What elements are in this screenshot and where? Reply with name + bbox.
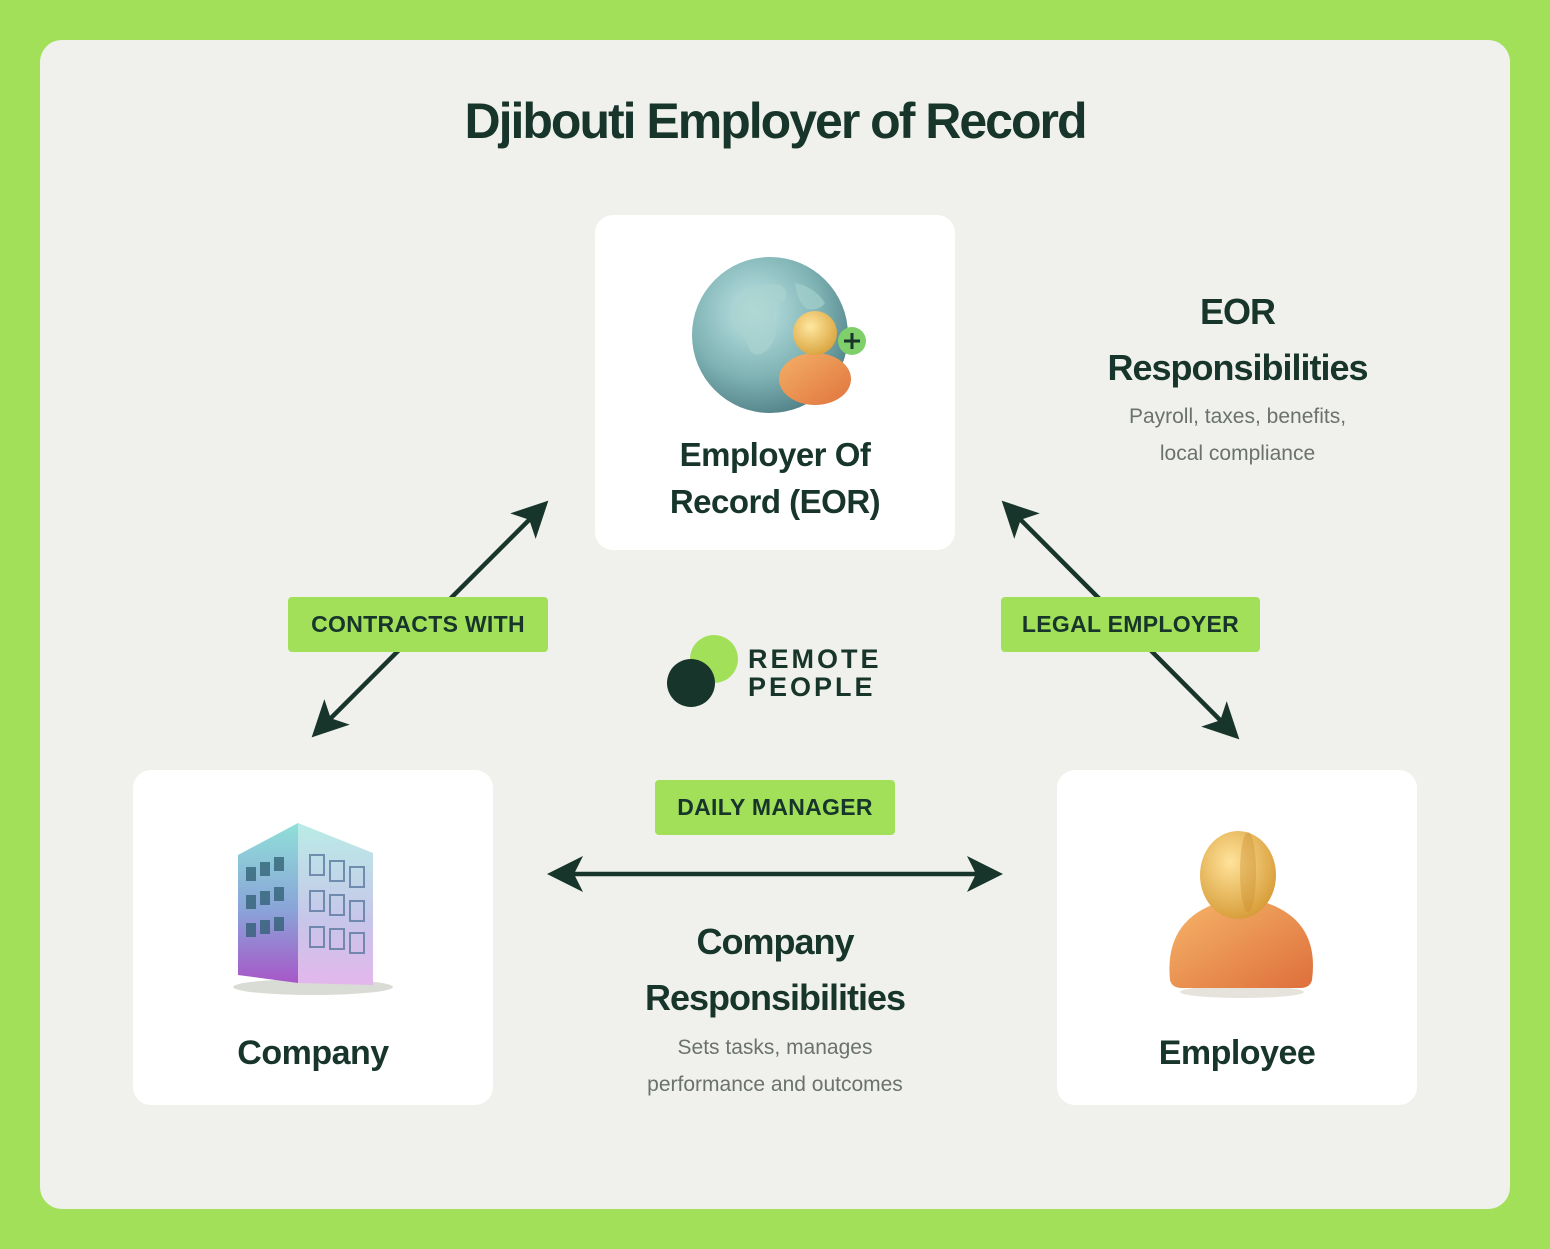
remote-people-logo: REMOTE PEOPLE [664, 634, 894, 710]
eor-responsibilities-line2: local compliance [1159, 442, 1316, 465]
logo-line2: PEOPLE [748, 672, 876, 702]
globe-person-icon [692, 257, 866, 413]
company-responsibilities-heading: Company Responsibilities [644, 921, 906, 1018]
legal-employer-tag: LEGAL EMPLOYER [1001, 597, 1260, 652]
logo-text: REMOTE PEOPLE [748, 645, 882, 701]
daily-manager-tag: DAILY MANAGER [655, 780, 895, 835]
eor-card: Employer Of Record (EOR) [595, 215, 955, 550]
eor-responsibilities-heading: EOR Responsibilities [1107, 291, 1368, 388]
building-icon [233, 823, 393, 995]
company-responsibilities-line2: performance and outcomes [647, 1073, 903, 1096]
company-responsibilities-line1: Sets tasks, manages [677, 1036, 873, 1059]
logo-line1: REMOTE [748, 644, 882, 674]
eor-label: Employer Of Record (EOR) [669, 436, 881, 520]
person-icon [1169, 831, 1313, 998]
company-responsibilities-text: Sets tasks, manages performance and outc… [600, 1029, 950, 1103]
eor-responsibilities-line1: Payroll, taxes, benefits, [1128, 405, 1347, 428]
company-card: Company [133, 770, 493, 1105]
employee-card: Employee [1057, 770, 1417, 1105]
logo-mark-icon [667, 635, 738, 707]
employee-label: Employee [1158, 1034, 1316, 1072]
eor-responsibilities-text: Payroll, taxes, benefits, local complian… [1090, 398, 1385, 472]
page-title: Djibouti Employer of Record [464, 93, 1087, 149]
contracts-with-tag: CONTRACTS WITH [288, 597, 548, 652]
company-label: Company [237, 1034, 389, 1072]
